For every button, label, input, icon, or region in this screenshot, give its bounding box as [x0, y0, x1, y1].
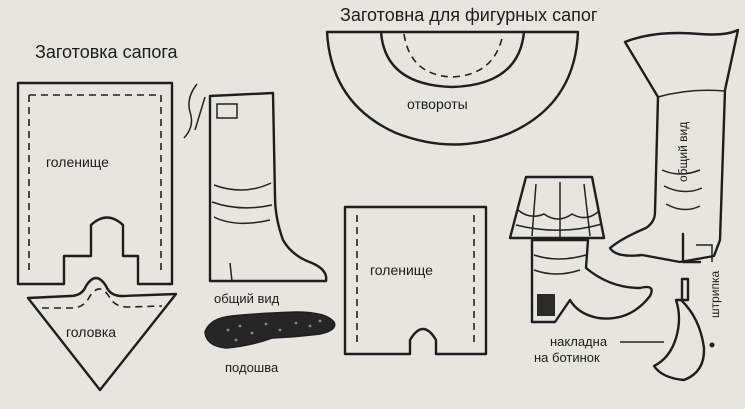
boot-blank-title: Заготовка сапога: [35, 42, 178, 62]
sole-label: подошва: [225, 360, 279, 375]
shaft-label-left: голенище: [46, 154, 109, 170]
cuffs-label: отвороты: [407, 96, 468, 112]
boot-shaft-pattern: [16, 81, 174, 286]
vamp-label: головка: [66, 324, 117, 340]
figured-boot-drawing: [508, 175, 653, 324]
tall-boot-drawing: [608, 28, 740, 264]
general-view-label: общий вид: [214, 291, 280, 306]
boot-general-view: [183, 83, 328, 283]
figured-blank-title: Заготовна для фигурных сапог: [340, 5, 598, 25]
cuffs-pattern: [325, 30, 580, 146]
shaft-label-center: голенище: [370, 262, 433, 278]
vamp-pattern: [26, 276, 178, 392]
overlay-label-line2: на ботинок: [534, 350, 600, 365]
sole-shape: [204, 311, 336, 349]
overlay-label-line1: накладна: [550, 334, 608, 349]
overlay-piece-drawing: [620, 277, 715, 382]
center-shaft-pattern: [343, 205, 488, 356]
general-view-label-vertical: общий вид: [676, 121, 690, 182]
strap-label-vertical: штрипка: [708, 270, 722, 318]
